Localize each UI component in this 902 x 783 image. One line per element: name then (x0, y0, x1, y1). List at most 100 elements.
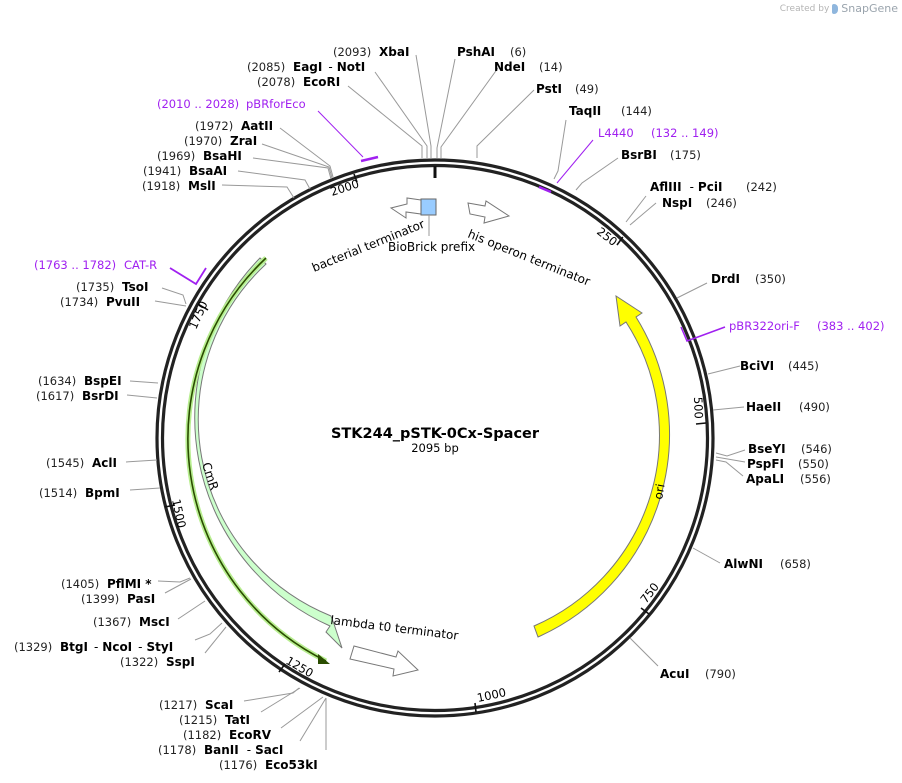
site-bsrbi[interactable]: BsrBI (175) (621, 148, 701, 162)
site-aatii[interactable]: (1972) AatII (195, 119, 273, 133)
site-ecori[interactable]: (2078)EcoRI (257, 75, 340, 89)
svg-text:(1215): (1215) (179, 713, 217, 727)
feature-ori[interactable]: ori (533, 294, 671, 638)
svg-text:BpmI: BpmI (85, 486, 120, 500)
site-pshai[interactable]: PshAI(6) (457, 45, 526, 59)
plasmid-name: STK244_pSTK-0Cx-Spacer (331, 426, 540, 442)
svg-text:(144): (144) (621, 104, 652, 118)
svg-text:(1367): (1367) (93, 615, 131, 629)
site-nspi[interactable]: NspI(246) (662, 196, 737, 210)
svg-text:(1634): (1634) (38, 374, 76, 388)
primer-range: (383 .. 402) (817, 319, 885, 333)
snapgene-logo-icon (832, 3, 839, 14)
feature-his-operon-terminator[interactable]: his operon terminator (466, 200, 592, 289)
site-acui[interactable]: AcuI(790) (660, 667, 736, 681)
snapgene-watermark: Created by SnapGene (780, 2, 898, 15)
site-bpmi[interactable]: (1514)BpmI (39, 486, 120, 500)
site-taqii[interactable]: TaqII(144) (569, 104, 652, 118)
feature-cmr[interactable]: CmR (185, 256, 343, 664)
site-msci[interactable]: (1367)MscI (93, 615, 170, 629)
svg-text:BsaAI: BsaAI (189, 164, 227, 178)
site-bsahi[interactable]: (1969)BsaHI (157, 149, 242, 163)
primer-range: (132 .. 149) (651, 126, 719, 140)
site-acli[interactable]: (1545)AclI (46, 456, 117, 470)
site-zrai[interactable]: (1970)ZraI (184, 134, 257, 148)
site-ndei[interactable]: NdeI(14) (494, 60, 563, 74)
feature-lambda-t0-terminator[interactable]: lambda t0 terminator (330, 613, 460, 677)
svg-text:HaeII: HaeII (746, 400, 781, 414)
primer-cat-r[interactable]: (1763 .. 1782) CAT-R (34, 258, 207, 286)
site-bcivi[interactable]: BciVI(445) (740, 359, 819, 373)
svg-text:(1617): (1617) (36, 389, 74, 403)
primer-name: L4440 (598, 126, 634, 140)
primer-name: CAT-R (124, 258, 157, 272)
site-psti[interactable]: PstI(49) (536, 82, 599, 96)
tick-label: 1750 (186, 299, 211, 331)
feature-biobrick-prefix[interactable]: BioBrick prefix (388, 198, 475, 254)
svg-text:PshAI: PshAI (457, 45, 495, 59)
svg-text:TatI: TatI (225, 713, 250, 727)
svg-text:(550): (550) (798, 457, 829, 471)
site-pasi[interactable]: (1399)PasI (81, 592, 155, 606)
svg-text:NdeI: NdeI (494, 60, 525, 74)
svg-text:BseYI: BseYI (748, 442, 786, 456)
site-afliii-pcii[interactable]: AflIII-PciI(242) (650, 180, 777, 194)
site-pspfi[interactable]: PspFI (550) (747, 457, 829, 471)
svg-text:(1329): (1329) (14, 640, 52, 654)
feature-bacterial-terminator[interactable]: bacterial terminator (310, 197, 427, 275)
site-labels-right: PshAI(6) NdeI(14) PstI(49) TaqII(144) Bs… (457, 45, 832, 681)
site-haeii[interactable]: HaeII(490) (746, 400, 830, 414)
svg-text:BsrBI: BsrBI (621, 148, 657, 162)
svg-text:(246): (246) (706, 196, 737, 210)
primer-pbrforeco[interactable]: (2010 .. 2028) pBRforEco (157, 97, 379, 163)
svg-text:(1545): (1545) (46, 456, 84, 470)
site-btgi-ncoi-styi[interactable]: (1329)BtgI-NcoI-StyI (14, 640, 173, 654)
site-pflmi[interactable]: (1405)PflMI * (61, 577, 152, 591)
svg-text:(1405): (1405) (61, 577, 99, 591)
site-tati[interactable]: (1215) TatI (179, 713, 250, 727)
svg-text:(2078): (2078) (257, 75, 295, 89)
svg-text:PspFI: PspFI (747, 457, 784, 471)
svg-text:(1176): (1176) (219, 758, 257, 772)
svg-text:TsoI: TsoI (122, 280, 148, 294)
svg-text:ApaLI: ApaLI (746, 472, 784, 486)
svg-text:AatII: AatII (241, 119, 273, 133)
site-tsoi[interactable]: (1735) TsoI (76, 280, 148, 294)
svg-text:(1178): (1178) (158, 743, 196, 757)
site-banii-saci[interactable]: (1178)BanII-SacI (158, 743, 283, 757)
site-bseyi[interactable]: BseYI (546) (748, 442, 832, 456)
site-scai[interactable]: (1217)ScaI (159, 698, 233, 712)
site-bspei[interactable]: (1634) BspEI (38, 374, 122, 388)
svg-text:(175): (175) (670, 148, 701, 162)
svg-text:(1970): (1970) (184, 134, 222, 148)
site-pvuii[interactable]: (1734)PvuII (60, 295, 140, 309)
svg-text:(1322): (1322) (120, 655, 158, 669)
svg-text:BspEI: BspEI (84, 374, 122, 388)
site-ecorv[interactable]: (1182)EcoRV (183, 728, 272, 742)
svg-text:(242): (242) (746, 180, 777, 194)
site-eagi-noti[interactable]: (2085)EagI-NotI (247, 60, 365, 74)
svg-text:(790): (790) (705, 667, 736, 681)
svg-text:(1735): (1735) (76, 280, 114, 294)
site-xbai[interactable]: (2093)XbaI (333, 45, 409, 59)
site-msli[interactable]: (1918)MslI (142, 179, 216, 193)
svg-text:AlwNI: AlwNI (724, 557, 763, 571)
primer-pbr322ori-f[interactable]: pBR322ori-F (383 .. 402) (680, 319, 885, 342)
site-bsaai[interactable]: (1941)BsaAI (143, 164, 227, 178)
tick-label: 1000 (476, 685, 508, 705)
site-bsrdi[interactable]: (1617)BsrDI (36, 389, 119, 403)
svg-text:(1972): (1972) (195, 119, 233, 133)
site-apali[interactable]: ApaLI(556) (746, 472, 831, 486)
svg-text:(546): (546) (801, 442, 832, 456)
primer-name: pBR322ori-F (729, 319, 800, 333)
svg-text:(1217): (1217) (159, 698, 197, 712)
site-drdi[interactable]: DrdI(350) (711, 272, 786, 286)
svg-text:EagI-NotI: EagI-NotI (293, 60, 365, 74)
feature-label-ori: ori (651, 483, 667, 501)
primer-l4440[interactable]: L4440 (132 .. 149) (538, 126, 719, 194)
site-sspi[interactable]: (1322)SspI (120, 655, 195, 669)
feature-label-his-operon-terminator: his operon terminator (466, 227, 592, 289)
site-alwni[interactable]: AlwNI(658) (724, 557, 811, 571)
svg-text:(350): (350) (755, 272, 786, 286)
site-eco53ki[interactable]: (1176)Eco53kI (219, 758, 318, 772)
